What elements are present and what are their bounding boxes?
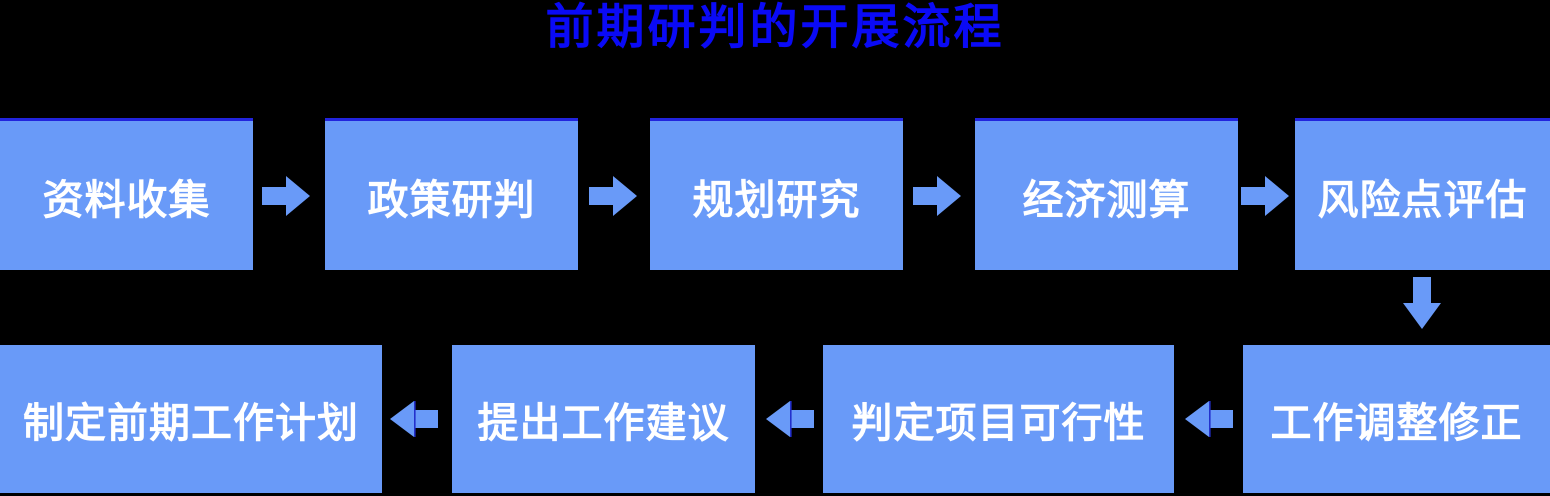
step-label: 政策研判: [367, 176, 536, 223]
step-label: 风险点评估: [1317, 176, 1528, 223]
arrow-down-icon: [1403, 277, 1441, 329]
arrow-right-icon: [589, 176, 637, 216]
flowchart-title: 前期研判的开展流程: [545, 1, 1005, 54]
arrow-right-icon: [1241, 176, 1289, 216]
arrow-left-icon: [390, 401, 438, 437]
step-label: 判定项目可行性: [851, 400, 1146, 446]
step-feasibility-judgment: 判定项目可行性: [823, 345, 1174, 493]
arrow-left-icon: [766, 401, 814, 437]
step-data-collection: 资料收集: [0, 118, 253, 270]
arrow-left-icon: [1185, 401, 1233, 437]
arrow-right-icon: [913, 176, 961, 216]
step-label: 工作调整修正: [1270, 400, 1523, 446]
step-work-suggestions: 提出工作建议: [452, 345, 755, 493]
step-risk-point-assessment: 风险点评估: [1295, 118, 1550, 270]
step-label: 制定前期工作计划: [23, 400, 359, 446]
step-economic-calculation: 经济测算: [975, 118, 1238, 270]
arrow-right-icon: [262, 176, 310, 216]
step-work-adjustment-correction: 工作调整修正: [1243, 345, 1550, 493]
step-policy-analysis: 政策研判: [325, 118, 578, 270]
step-label: 资料收集: [42, 176, 211, 223]
step-label: 规划研究: [692, 176, 861, 223]
step-label: 经济测算: [1022, 176, 1191, 223]
step-planning-research: 规划研究: [650, 118, 903, 270]
step-label: 提出工作建议: [477, 400, 730, 446]
step-preliminary-work-plan: 制定前期工作计划: [0, 345, 382, 493]
